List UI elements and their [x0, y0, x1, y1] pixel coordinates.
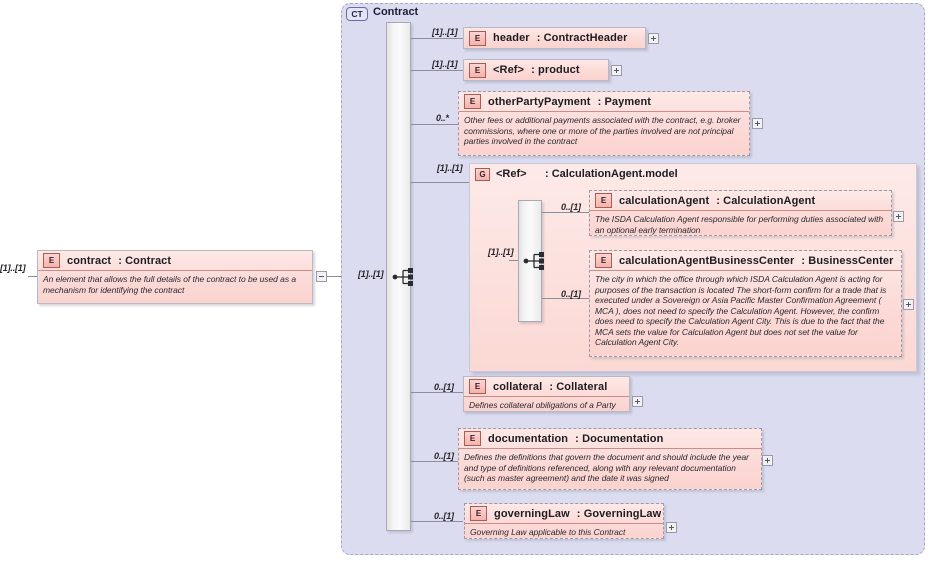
expand-icon-header[interactable] — [648, 33, 659, 44]
element-description: Defines collateral obiligations of a Par… — [469, 400, 616, 410]
element-badge-icon: E — [470, 506, 487, 521]
sequence-compositor-icon — [392, 268, 413, 286]
occurrence-group-inner: [1]..[1] — [488, 247, 514, 257]
element-badge-icon: E — [595, 253, 612, 268]
element-type: : Documentation — [575, 432, 664, 445]
occurrence-governinglaw: 0..[1] — [434, 511, 454, 521]
expand-icon-collateral[interactable] — [632, 396, 643, 407]
occurrence-calculationagent-group: [1]..[1] — [437, 163, 463, 173]
collapse-icon-contract[interactable] — [316, 271, 327, 282]
element-header-otherpartypayment: E otherPartyPayment : Payment — [459, 92, 749, 112]
element-header-calculationagent: E calculationAgent : CalculationAgent — [590, 191, 891, 211]
connector-root-left-stub — [28, 276, 37, 277]
connector-collateral — [411, 392, 463, 393]
container-title: Contract — [373, 6, 419, 18]
element-box-documentation[interactable]: E documentation : Documentation Defines … — [458, 428, 762, 490]
occurrence-calculationagent: 0..[1] — [561, 202, 581, 212]
expand-icon-documentation[interactable] — [762, 455, 773, 466]
element-badge-icon: E — [464, 94, 481, 109]
occurrence-otherpartypayment: 0..* — [436, 113, 449, 123]
element-badge-icon: E — [595, 193, 612, 208]
occurrence-calculationagentbusinesscenter: 0..[1] — [561, 289, 581, 299]
element-name: collateral — [493, 380, 543, 393]
element-name: contract — [67, 254, 112, 267]
element-box-header[interactable]: E header : ContractHeader — [463, 27, 646, 49]
expand-icon-otherpartypayment[interactable] — [752, 118, 763, 129]
element-description: Other fees or additional payments associ… — [464, 115, 741, 146]
occurrence-header: [1]..[1] — [432, 27, 458, 37]
connector-calculationagentbusinesscenter — [542, 298, 590, 299]
expand-icon-calculationagentbusinesscenter[interactable] — [903, 299, 914, 310]
occurrence-product: [1]..[1] — [432, 59, 458, 69]
element-description: Governing Law applicable to this Contrac… — [470, 527, 626, 537]
connector-product — [411, 70, 463, 71]
element-type: : BusinessCenter — [801, 254, 894, 267]
element-description: The ISDA Calculation Agent responsible f… — [595, 214, 884, 235]
expand-icon-governinglaw[interactable] — [666, 522, 677, 533]
expand-icon-product[interactable] — [611, 65, 622, 76]
occurrence-collateral: 0..[1] — [434, 382, 454, 392]
element-name: calculationAgent — [619, 194, 710, 207]
element-header-product: E <Ref> : product — [464, 60, 608, 80]
connector-governinglaw — [411, 521, 463, 522]
element-header-collateral: E collateral : Collateral — [464, 377, 629, 397]
element-header-governinglaw: E governingLaw : GoverningLaw — [465, 504, 663, 524]
element-description: The city in which the office through whi… — [595, 274, 887, 347]
element-description: Defines the definitions that govern the … — [464, 452, 749, 483]
connector-group-inner — [509, 260, 518, 261]
element-badge-icon: E — [469, 30, 486, 46]
element-type: : CalculationAgent — [716, 194, 816, 207]
element-header-header: E header : ContractHeader — [464, 28, 645, 48]
connector-otherpartypayment — [411, 124, 463, 125]
element-header-contract: E contract : Contract — [38, 251, 312, 271]
connector-calculationagent-group — [411, 182, 469, 183]
element-name: calculationAgentBusinessCenter — [619, 254, 795, 267]
element-name: header — [493, 32, 530, 44]
connector-calculationagent — [542, 212, 590, 213]
element-box-collateral[interactable]: E collateral : Collateral Defines collat… — [463, 376, 630, 412]
element-type: : Payment — [597, 95, 652, 108]
group-type: : CalculationAgent.model — [545, 168, 678, 180]
element-badge-icon: E — [43, 253, 60, 268]
connector-documentation — [411, 461, 463, 462]
element-type: : product — [531, 64, 580, 76]
complextype-badge: CT — [346, 7, 368, 21]
sequence-compositor-icon — [523, 252, 544, 270]
element-type: : ContractHeader — [536, 32, 628, 44]
element-type: : GoverningLaw — [576, 507, 662, 520]
element-name: documentation — [488, 432, 569, 445]
element-description: An element that allows the full details … — [43, 274, 297, 295]
element-box-contract[interactable]: E contract : Contract An element that al… — [37, 250, 313, 304]
connector-root-to-container — [327, 276, 341, 277]
element-box-product[interactable]: E <Ref> : product — [463, 59, 609, 81]
element-box-calculationagentbusinesscenter[interactable]: E calculationAgentBusinessCenter : Busin… — [589, 250, 902, 357]
element-name: governingLaw — [494, 507, 570, 520]
element-name: otherPartyPayment — [488, 95, 591, 108]
element-badge-icon: E — [469, 62, 486, 78]
element-header-documentation: E documentation : Documentation — [459, 429, 761, 449]
root-occurrence: [1]..[1] — [0, 263, 26, 273]
occurrence-documentation: 0..[1] — [434, 451, 454, 461]
element-box-calculationagent[interactable]: E calculationAgent : CalculationAgent Th… — [589, 190, 892, 236]
element-badge-icon: E — [464, 431, 481, 446]
element-header-calculationagentbusinesscenter: E calculationAgentBusinessCenter : Busin… — [590, 251, 901, 271]
element-name: <Ref> — [493, 64, 525, 76]
element-type: : Contract — [118, 254, 172, 267]
group-name: <Ref> — [496, 168, 527, 180]
group-badge-icon: G — [475, 168, 490, 181]
expand-icon-calculationagent[interactable] — [893, 211, 904, 222]
element-type: : Collateral — [549, 380, 608, 393]
element-box-otherpartypayment[interactable]: E otherPartyPayment : Payment Other fees… — [458, 91, 750, 156]
connector-header — [411, 38, 463, 39]
element-box-governinglaw[interactable]: E governingLaw : GoverningLaw Governing … — [464, 503, 664, 539]
container-sequence-occurrence: [1]..[1] — [358, 269, 384, 279]
element-badge-icon: E — [469, 379, 486, 394]
